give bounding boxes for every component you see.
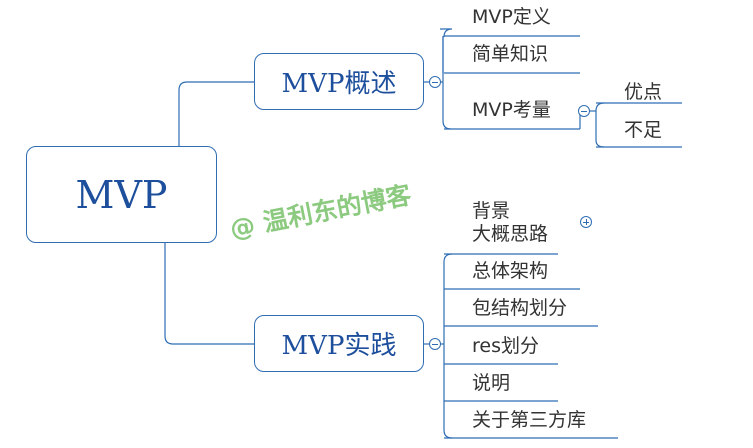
leaf-mvp-definition[interactable]: MVP定义 xyxy=(472,6,551,28)
leaf-background[interactable]: 背景 xyxy=(472,200,511,222)
leaf-explanation[interactable]: 说明 xyxy=(472,372,511,394)
root-label: MVP xyxy=(75,172,168,217)
leaf-package-structure[interactable]: 包结构划分 xyxy=(472,297,568,319)
leaf-general-idea[interactable]: 大概思路 xyxy=(472,223,549,245)
practice-node[interactable]: MVP实践 xyxy=(254,315,424,372)
leaf-overall-architecture[interactable]: 总体架构 xyxy=(472,260,549,282)
root-node[interactable]: MVP xyxy=(26,146,217,243)
connector-practice-children xyxy=(443,253,453,439)
practice-collapse-icon[interactable] xyxy=(429,338,441,350)
connector-overview-children xyxy=(440,28,453,130)
leaf-third-party-libraries[interactable]: 关于第三方库 xyxy=(472,409,587,431)
connector-root-to-practice xyxy=(164,243,254,345)
leaf-simple-knowledge[interactable]: 简单知识 xyxy=(472,43,549,65)
leaf-pros[interactable]: 优点 xyxy=(624,81,663,103)
practice-label: MVP实践 xyxy=(281,331,397,361)
leaf-res-division[interactable]: res划分 xyxy=(472,335,539,357)
considerations-collapse-icon[interactable] xyxy=(578,105,590,117)
leaf-cons[interactable]: 不足 xyxy=(624,119,663,141)
background-expand-icon[interactable] xyxy=(580,216,592,228)
connector-considerations-children xyxy=(595,102,605,148)
overview-node[interactable]: MVP概述 xyxy=(254,53,424,110)
leaf-mvp-considerations[interactable]: MVP考量 xyxy=(472,99,551,121)
overview-label: MVP概述 xyxy=(281,69,397,99)
overview-collapse-icon[interactable] xyxy=(429,76,441,88)
connector-root-to-overview xyxy=(178,81,254,146)
